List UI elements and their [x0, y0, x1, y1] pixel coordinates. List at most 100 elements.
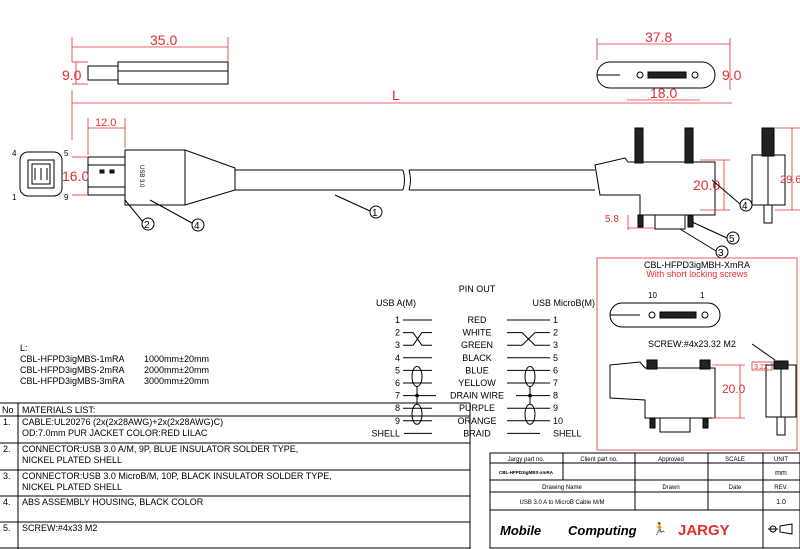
- wire-color: DRAIN WIRE: [450, 391, 504, 401]
- variant-panel: CBL-HFPD3igMBH-XmRA With short locking s…: [596, 257, 798, 451]
- dim-tongue: 5.8: [605, 214, 619, 225]
- pinout-row: 8 PURPLE 9: [395, 403, 558, 413]
- pin-b-number: 5: [553, 353, 558, 363]
- drawing-name: USB 3.0 A to MicroB Cable M/M: [519, 500, 604, 506]
- wire-color: GREEN: [461, 340, 493, 350]
- material-number: 5.: [3, 523, 11, 533]
- callout-label: 4: [194, 221, 200, 232]
- material-line: SCREW:#4x33 M2: [22, 523, 97, 533]
- drain-junction: [528, 393, 532, 398]
- pin-b-number: 7: [553, 378, 558, 388]
- length-value: 3000mm±20mm: [144, 376, 209, 386]
- dim-body-height: 20.0: [693, 177, 720, 193]
- callouts: 1 2 4 4 5 3: [124, 179, 753, 259]
- pin-label: 5: [64, 149, 69, 158]
- drawing-name-label: Drawing Name: [542, 485, 582, 491]
- length-value: 2000mm±20mm: [144, 365, 209, 375]
- materials-no-header: No: [2, 405, 14, 415]
- company-logo: Mobile Computing 🏃 JARGY: [500, 522, 730, 539]
- rev-label: REV.: [774, 485, 788, 491]
- pin-b-number: SHELL: [553, 428, 582, 438]
- pin-a-number: 1: [395, 315, 400, 325]
- wire-color: BLUE: [465, 365, 489, 375]
- variant-title: CBL-HFPD3igMBH-XmRA: [644, 260, 750, 270]
- crossed-pair: [403, 332, 432, 346]
- pin-a-number: 2: [395, 328, 400, 338]
- dim-plug-b-height: 9.0: [722, 67, 742, 83]
- dim-pin-span: 18.0: [650, 85, 677, 101]
- pinout-title: PIN OUT: [459, 284, 496, 294]
- pin-b-number: 9: [553, 403, 558, 413]
- logo-computing: Computing: [568, 523, 637, 538]
- pin-b-number: 6: [553, 365, 558, 375]
- length-heading: L:: [20, 343, 28, 353]
- wire-color: WHITE: [463, 328, 492, 338]
- pin-label: 1: [12, 193, 17, 202]
- material-number: 2.: [3, 444, 11, 454]
- wire-color: BLACK: [462, 353, 492, 363]
- material-line: OD:7.0mm PUR JACKET COLOR:RED LILAC: [22, 428, 208, 438]
- length-table: L: CBL-HFPD3igMBS-1mRA 1000mm±20mm CBL-H…: [20, 343, 209, 386]
- material-number: 1.: [3, 417, 11, 427]
- pinout-row: 7 DRAIN WIRE 8: [395, 391, 558, 401]
- pin-b-number: 8: [553, 391, 558, 401]
- material-line: CABLE:UL20276 (2x(2x28AWG)+2x(2x28AWG)C): [22, 417, 223, 427]
- pin-b-number: 10: [553, 416, 563, 426]
- dim-plug-b-length: 37.8: [645, 29, 672, 45]
- callout-label: 3: [718, 248, 724, 259]
- length-value: 1000mm±20mm: [144, 354, 209, 364]
- dim-plug-a-height: 9.0: [62, 67, 82, 83]
- callout-label: 4: [742, 201, 748, 212]
- pin-label: 9: [64, 193, 69, 202]
- cable-assembly: USB 3.0 16.0 12.0 20.0 5.8 29.6: [62, 117, 800, 230]
- pin-b-number: 2: [553, 328, 558, 338]
- callout-label: 5: [729, 234, 735, 245]
- wire-color: ORANGE: [457, 416, 496, 426]
- variant-screw-head: 3.22: [754, 364, 768, 371]
- variant-subtitle: With short locking screws: [646, 269, 748, 279]
- dim-plug-a-tip: 12.0: [95, 117, 116, 129]
- client-part-label: Client part no.: [580, 457, 618, 463]
- projection-symbol-icon: [768, 523, 793, 535]
- rev-value: 1.0: [776, 499, 786, 506]
- shield-ellipse: [411, 403, 423, 425]
- runner-icon: 🏃: [652, 522, 667, 536]
- screw-spec: SCREW:#4x23.32 M2: [648, 339, 736, 349]
- pin-label: 4: [12, 149, 17, 158]
- wire-color: PURPLE: [459, 403, 495, 413]
- pin-a-number: 4: [395, 353, 400, 363]
- pin-label: 1: [700, 291, 705, 300]
- length-part: CBL-HFPD3igMBS-1mRA: [20, 354, 125, 364]
- drain-junction: [415, 393, 419, 398]
- svg-text:USB 3.0: USB 3.0: [138, 165, 144, 188]
- micro-b-top-view: 37.8 9.0 18.0 L: [71, 29, 742, 140]
- logo-mobile: Mobile: [500, 523, 541, 538]
- materials-table: No MATERIALS LIST: 1. CABLE:UL20276 (2x(2…: [0, 402, 471, 549]
- pin-a-number: 5: [395, 365, 400, 375]
- unit-value: mm: [775, 470, 787, 477]
- logo-jargy: JARGY: [678, 522, 730, 539]
- materials-header: MATERIALS LIST:: [22, 405, 95, 415]
- wire-color: BRAID: [463, 428, 491, 438]
- dim-plug-a-width: 16.0: [62, 168, 89, 184]
- material-line: CONNECTOR:USB 3.0 MicroB/M, 10P, BLACK I…: [22, 471, 332, 481]
- crossed-pair: [507, 332, 550, 346]
- unit-label: UNIT: [774, 457, 788, 463]
- pin-a-number: 7: [395, 391, 400, 401]
- pin-a-number: 8: [395, 403, 400, 413]
- dim-cable-length: L: [392, 87, 400, 103]
- pin-b-number: 1: [553, 315, 558, 325]
- callout-label: 2: [144, 220, 150, 231]
- approved-label: Approved: [658, 457, 684, 463]
- material-line: NICKEL PLATED SHELL: [22, 455, 122, 465]
- usb-a-side-view: 35.0 9.0: [62, 32, 229, 85]
- variant-height: 20.0: [722, 382, 746, 396]
- jargy-part-number: CBL-HFPD3igMBS-xmRA: [499, 470, 554, 475]
